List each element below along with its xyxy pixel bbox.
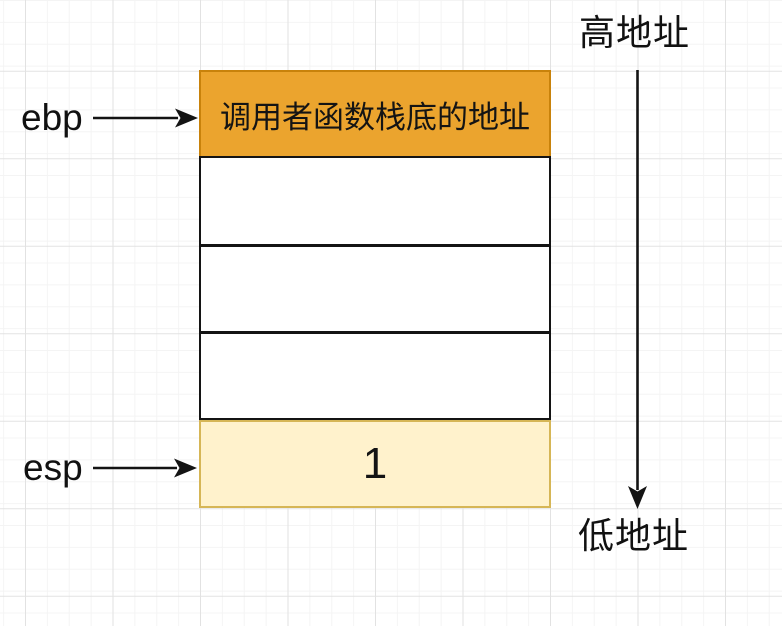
- ebp-arrow: [93, 108, 198, 128]
- stack-cell-caller-ebp-text: 调用者函数栈底的地址: [220, 99, 530, 135]
- stack-cell-caller-ebp: 调用者函数栈底的地址: [199, 70, 551, 158]
- stack-cell-divider: [201, 244, 549, 247]
- low-address-label: 低地址: [578, 515, 690, 556]
- stack-cell-esp-value-text: 1: [362, 439, 388, 488]
- esp-register-label: esp: [23, 447, 83, 488]
- esp-arrow: [93, 458, 197, 478]
- ebp-register-label: ebp: [21, 97, 83, 138]
- stack-empty-cells: [199, 156, 551, 420]
- address-direction-arrow: [628, 70, 647, 509]
- stack-cell-divider: [201, 331, 549, 334]
- high-address-label: 高地址: [579, 12, 691, 53]
- stack-cell-esp-value: 1: [199, 420, 551, 508]
